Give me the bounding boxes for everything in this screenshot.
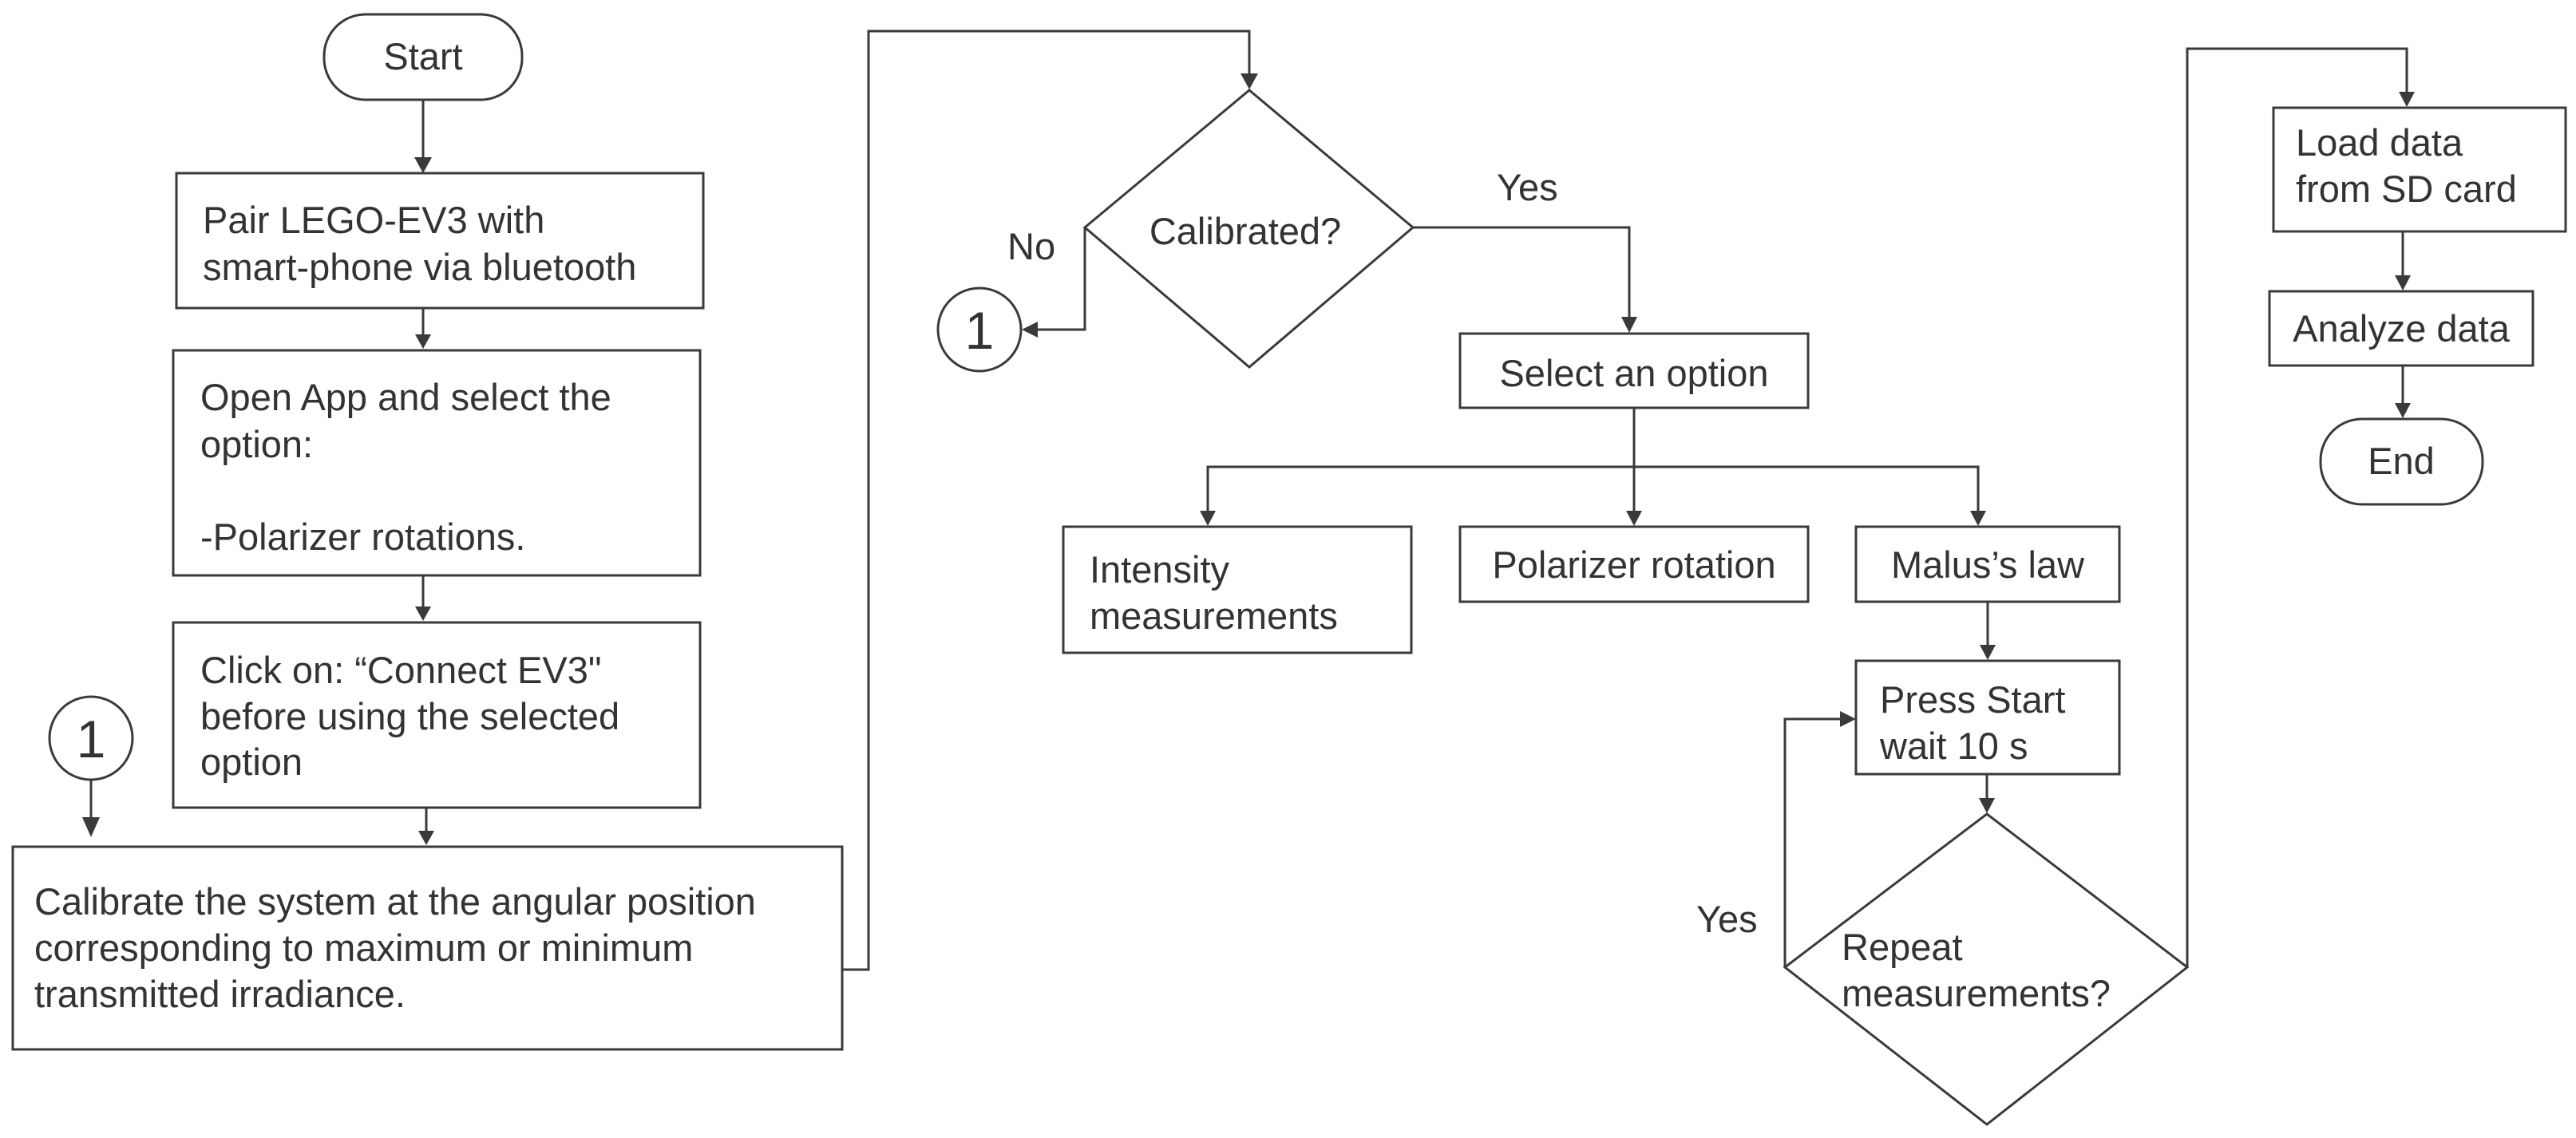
pair-lego-ev3-step: Pair LEGO-EV3 with smart-phone via bluet… [175,172,705,310]
edge-connector-left-to-calibrate [82,780,100,837]
edge-repeat-no-to-load-data [2186,47,2415,967]
open-app-label: Open App and select the option: -Polariz… [200,376,622,558]
edge-calibrate-to-calibrated-decision [842,30,1258,971]
calibrated-decision-label: Calibrated? [1150,210,1341,252]
select-option-step: Select an option [1458,332,1810,409]
malus-law-option: Malus’s law [1854,525,2121,603]
repeat-measurements-decision: Repeat measurements? [1783,812,2190,1126]
edge-click-connect-to-calibrate [418,808,434,845]
start-terminator: Start [322,13,524,101]
load-data-step: Load data from SD card [2272,106,2567,233]
off-page-connector-left: 1 [48,695,134,781]
calibrated-no-label: No [1007,225,1055,267]
repeat-measurements-label: Repeat measurements? [1842,926,2111,1014]
select-option-label: Select an option [1499,352,1768,394]
edge-calibrated-no-to-connector [1022,227,1086,338]
click-connect-step: Click on: “Connect EV3" before using the… [172,621,702,809]
calibrated-decision: Calibrated? [1082,89,1415,369]
repeat-yes-label: Yes [1696,898,1758,940]
edge-select-option-branches [1200,408,1986,526]
edge-analyze-to-end [2395,366,2411,418]
open-app-step: Open App and select the option: -Polariz… [172,349,702,577]
edge-press-start-to-repeat [1979,774,1995,813]
load-data-label: Load data from SD card [2296,121,2517,210]
start-label: Start [383,35,462,77]
edge-load-to-analyze [2395,231,2411,290]
edge-calibrated-yes-to-select-option [1413,226,1637,333]
edge-repeat-yes-loop [1783,711,1856,967]
click-connect-label: Click on: “Connect EV3" before using the… [200,649,630,783]
connector-left-number: 1 [77,709,106,769]
analyze-data-step: Analyze data [2268,290,2534,367]
intensity-measurements-label: Intensity measurements [1090,548,1338,637]
polarizer-rotation-label: Polarizer rotation [1492,543,1775,586]
press-start-label: Press Start wait 10 s [1879,678,2076,767]
malus-law-label: Malus’s law [1891,543,2085,586]
analyze-data-label: Analyze data [2293,307,2511,350]
polarizer-rotation-option: Polarizer rotation [1458,525,1810,603]
connector-right-number: 1 [965,301,995,360]
calibrated-yes-label: Yes [1497,166,1558,208]
end-label: End [2368,440,2435,482]
edge-start-to-pair [414,100,432,173]
intensity-measurements-option: Intensity measurements [1062,525,1413,654]
off-page-connector-right: 1 [936,286,1023,373]
calibrate-system-step: Calibrate the system at the angular posi… [11,845,844,1051]
end-terminator: End [2319,417,2484,506]
pair-lego-ev3-label: Pair LEGO-EV3 with smart-phone via bluet… [203,199,636,288]
press-start-step: Press Start wait 10 s [1854,659,2121,776]
edge-pair-to-open-app [415,308,431,349]
edge-open-app-to-click-connect [415,575,431,621]
calibrate-system-label: Calibrate the system at the angular posi… [34,880,766,1015]
edge-malus-to-press-start [1980,602,1996,660]
